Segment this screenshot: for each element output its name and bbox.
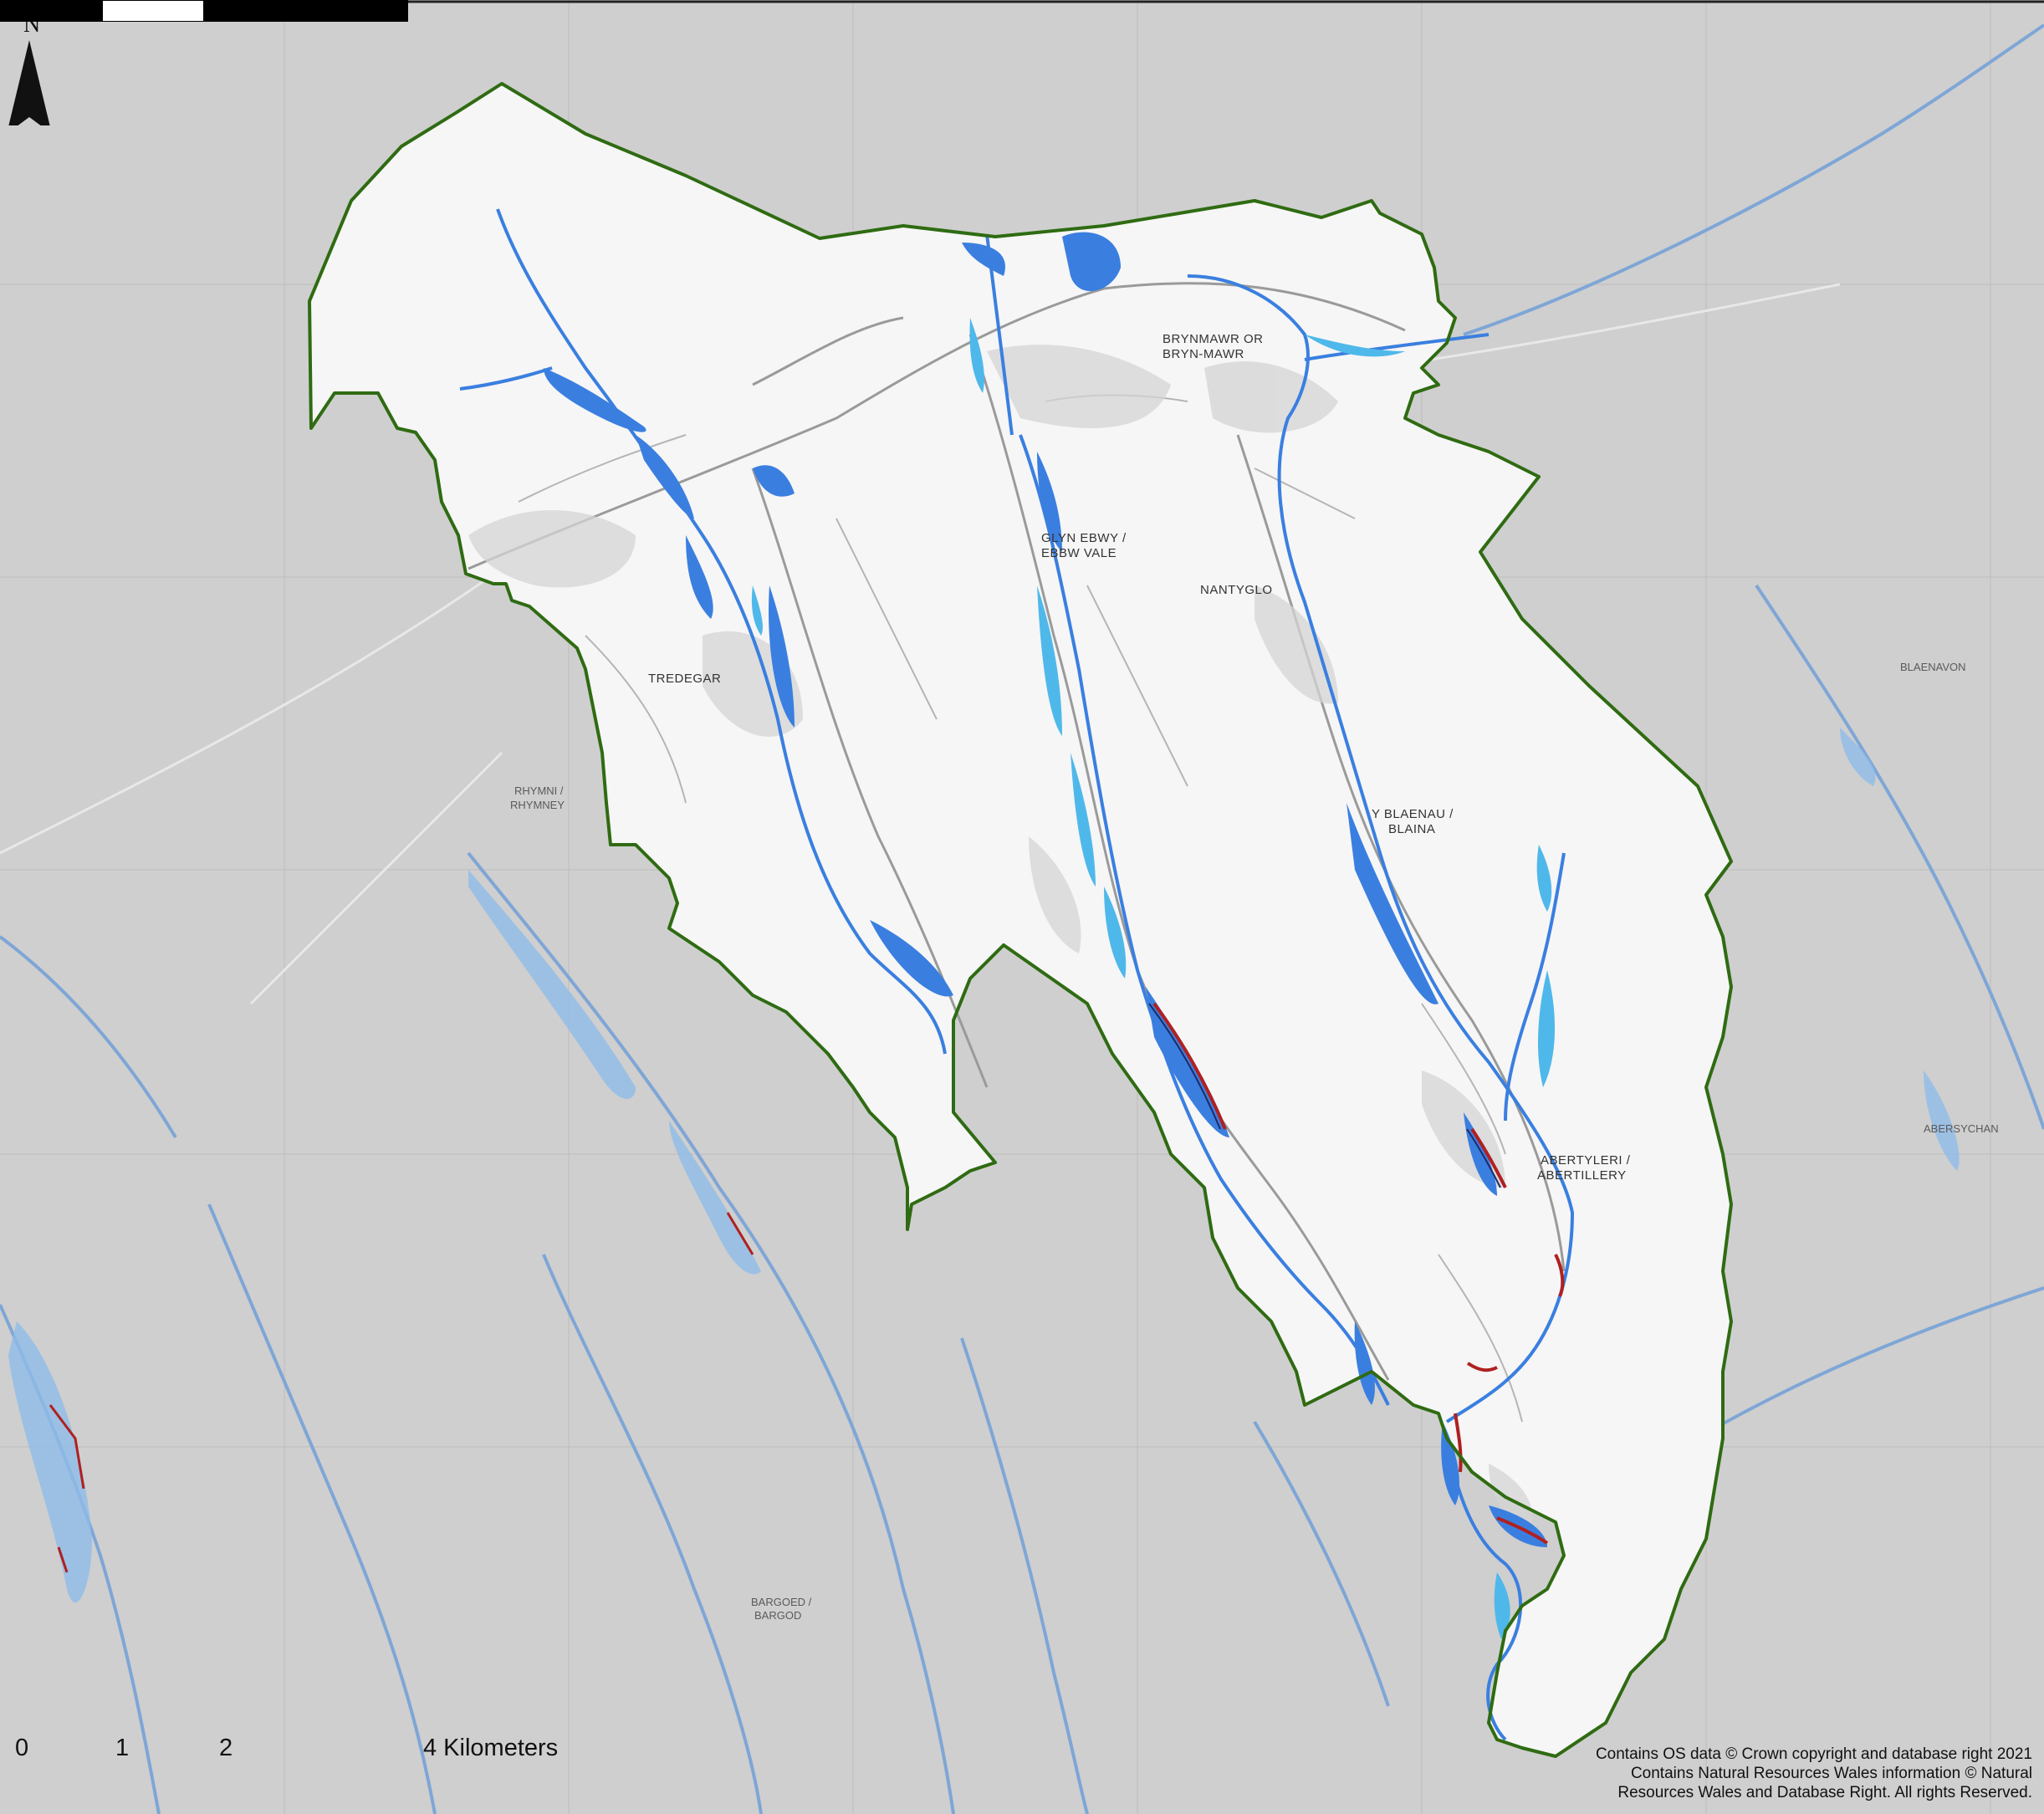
scale-tick-1: 1 bbox=[115, 1735, 130, 1761]
study-area-fill bbox=[309, 84, 1731, 1756]
outside-defences bbox=[49, 1212, 754, 1573]
town-label-tredegar: TREDEGAR bbox=[648, 672, 721, 686]
town-label-blaina: Y BLAENAU / bbox=[1372, 807, 1454, 821]
outside-town-labels: RHYMNI / RHYMNEY BARGOED / BARGOD BLAENA… bbox=[510, 661, 1999, 1622]
scale-bar bbox=[0, 0, 408, 22]
outside-flood-patches bbox=[8, 728, 1960, 1603]
town-label-rhymney-2: RHYMNEY bbox=[510, 799, 565, 811]
town-labels: BRYNMAWR OR BRYN-MAWR GLYN EBWY / EBBW V… bbox=[648, 332, 1631, 1183]
town-label-ebbw-vale: GLYN EBWY / bbox=[1041, 531, 1127, 545]
town-label-rhymney: RHYMNI / bbox=[514, 784, 564, 797]
town-label-brynmawr-2: BRYN-MAWR bbox=[1163, 347, 1244, 361]
town-label-brynmawr: BRYNMAWR OR bbox=[1163, 332, 1264, 346]
town-label-bargoed: BARGOED / bbox=[751, 1596, 812, 1608]
town-label-ebbw-vale-2: EBBW VALE bbox=[1041, 546, 1117, 560]
minor-roads bbox=[518, 394, 1523, 1423]
study-area-boundary bbox=[308, 82, 1733, 1758]
north-arrow-icon bbox=[8, 40, 50, 125]
town-label-abertillery: ABERTYLERI / bbox=[1541, 1153, 1631, 1168]
town-label-abertillery-2: ABERTILLERY bbox=[1537, 1168, 1627, 1183]
scale-tick-4-km: 4 Kilometers bbox=[423, 1735, 559, 1761]
town-label-blaina-2: BLAINA bbox=[1388, 822, 1435, 836]
scale-tick-0: 0 bbox=[15, 1735, 29, 1761]
attribution-text: Contains OS data © Crown copyright and d… bbox=[1596, 1745, 2032, 1802]
town-label-nantyglo: NANTYGLO bbox=[1200, 583, 1273, 597]
attribution-line-3: Resources Wales and Database Right. All … bbox=[1617, 1784, 2032, 1801]
town-label-blaenavon: BLAENAVON bbox=[1900, 661, 1966, 673]
attribution-line-2: Contains Natural Resources Wales informa… bbox=[1630, 1765, 2032, 1782]
town-label-bargoed-2: BARGOD bbox=[754, 1609, 801, 1622]
town-label-abersychan: ABERSYCHAN bbox=[1924, 1122, 1999, 1135]
attribution-line-1: Contains OS data © Crown copyright and d… bbox=[1595, 1745, 2032, 1763]
scale-tick-2: 2 bbox=[219, 1735, 233, 1761]
flood-zones bbox=[459, 208, 1575, 1741]
